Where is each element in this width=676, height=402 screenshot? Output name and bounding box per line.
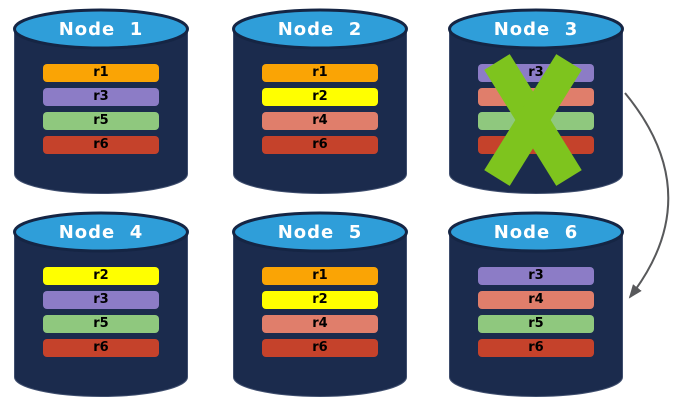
record-bar: r3 (43, 291, 159, 309)
failure-x-icon (484, 54, 582, 186)
record-bar: r3 (43, 88, 159, 106)
node-title: Node 3 (493, 19, 579, 40)
node-title: Node 5 (277, 222, 363, 243)
record-bar: r5 (43, 112, 159, 130)
record-list: r1 r2 r4 r6 (262, 64, 378, 160)
node-title: Node 2 (277, 19, 363, 40)
record-bar: r2 (43, 267, 159, 285)
node-4: Node 4 r2 r3 r5 r6 (12, 211, 190, 399)
record-bar: r6 (478, 339, 594, 357)
record-list: r1 r2 r4 r6 (262, 267, 378, 363)
node-1: Node 1 r1 r3 r5 r6 (12, 8, 190, 196)
record-list: r3 r4 r5 r6 (478, 267, 594, 363)
record-bar: r1 (262, 64, 378, 82)
record-bar: r6 (262, 136, 378, 154)
record-bar: r4 (478, 291, 594, 309)
record-bar: r4 (262, 315, 378, 333)
record-bar: r5 (478, 315, 594, 333)
record-bar: r2 (262, 88, 378, 106)
record-list: r1 r3 r5 r6 (43, 64, 159, 160)
node-title: Node 6 (493, 222, 579, 243)
node-title: Node 1 (58, 19, 144, 40)
node-2: Node 2 r1 r2 r4 r6 (231, 8, 409, 196)
record-bar: r1 (262, 267, 378, 285)
node-6: Node 6 r3 r4 r5 r6 (447, 211, 625, 399)
node-3: Node 3 r3 r4 r5 r6 (447, 8, 625, 196)
record-bar: r1 (43, 64, 159, 82)
record-bar: r6 (43, 136, 159, 154)
record-bar: r3 (478, 267, 594, 285)
node-5: Node 5 r1 r2 r4 r6 (231, 211, 409, 399)
node-title: Node 4 (58, 222, 144, 243)
record-bar: r2 (262, 291, 378, 309)
record-bar: r4 (262, 112, 378, 130)
record-bar: r6 (262, 339, 378, 357)
record-bar: r6 (43, 339, 159, 357)
record-list: r2 r3 r5 r6 (43, 267, 159, 363)
record-bar: r5 (43, 315, 159, 333)
